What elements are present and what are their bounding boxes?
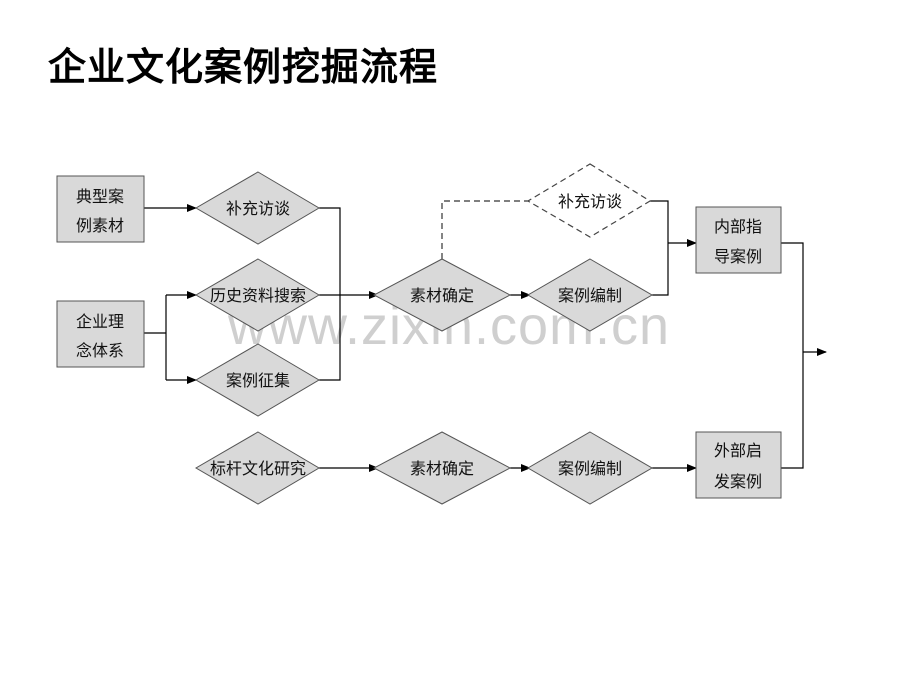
node-case-collection: 案例征集 — [195, 343, 320, 417]
node-corporate-philosophy: 企业理 念体系 — [56, 300, 145, 368]
node-supplement-interview-2-label: 补充访谈 — [558, 192, 622, 211]
node-history-search-label: 历史资料搜索 — [210, 286, 306, 305]
node-benchmark-research: 标杆文化研究 — [195, 431, 320, 505]
node-corporate-philosophy-line1: 企业理 — [76, 312, 124, 331]
node-external-cases: 外部启 发案例 — [695, 431, 782, 499]
node-supplement-interview-1: 补充访谈 — [195, 171, 320, 245]
node-material-confirm-2-label: 素材确定 — [410, 459, 474, 478]
node-typical-material-line2: 例素材 — [76, 216, 124, 235]
page-title: 企业文化案例挖掘流程 — [48, 45, 439, 89]
node-benchmark-research-label: 标杆文化研究 — [210, 459, 306, 478]
node-case-compile-1: 案例编制 — [527, 258, 653, 332]
node-material-confirm-2: 素材确定 — [372, 431, 512, 505]
line-merge-bracket — [319, 207, 341, 381]
node-material-confirm-1-label: 素材确定 — [410, 286, 474, 305]
node-case-compile-1-label: 案例编制 — [558, 286, 622, 305]
node-typical-material: 典型案 例素材 — [56, 175, 145, 243]
node-typical-material-line1: 典型案 — [76, 187, 124, 206]
connectors — [144, 200, 827, 472]
line-output-bracket — [781, 242, 804, 469]
node-external-cases-line1: 外部启 — [714, 441, 762, 460]
node-external-cases-line2: 发案例 — [714, 472, 762, 491]
node-supplement-interview-2: 补充访谈 — [526, 163, 652, 238]
node-case-collection-label: 案例征集 — [226, 371, 290, 390]
node-internal-cases-line2: 导案例 — [714, 247, 762, 266]
dashed-line-to-interview-2 — [441, 200, 530, 259]
node-supplement-interview-1-label: 补充访谈 — [226, 199, 290, 218]
node-case-compile-2: 案例编制 — [527, 431, 653, 505]
node-history-search: 历史资料搜索 — [195, 258, 320, 332]
node-material-confirm-1: 素材确定 — [372, 258, 512, 332]
node-internal-cases-line1: 内部指 — [714, 217, 762, 236]
node-internal-cases: 内部指 导案例 — [695, 206, 782, 274]
line-compile-merge — [650, 200, 669, 296]
node-case-compile-2-label: 案例编制 — [558, 459, 622, 478]
node-corporate-philosophy-line2: 念体系 — [76, 341, 124, 360]
